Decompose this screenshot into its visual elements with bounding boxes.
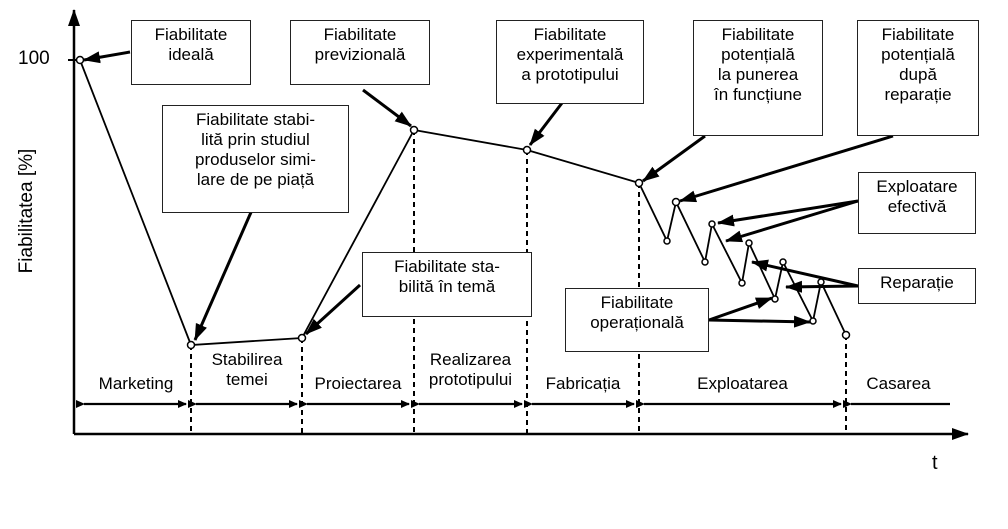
pointer-arrows [83,50,894,341]
phase-exploatarea: Exploatarea [697,374,788,393]
label-reparatie: Reparație [858,268,976,304]
phase-casarea: Casarea [866,374,931,393]
phase-proiectarea: Proiectarea [314,374,402,393]
y-axis-label: Fiabilitatea [%] [16,148,37,274]
y-tick-label: 100 [18,48,50,69]
x-axis-label: t [932,452,938,474]
label-tema: Fiabilitate sta-bilită în temă [362,252,532,317]
phase-fabricatia: Fabricația [545,374,621,393]
phase-boundaries [190,130,847,434]
curve-nodes [75,55,851,350]
phase-marketing: Marketing [98,374,174,393]
